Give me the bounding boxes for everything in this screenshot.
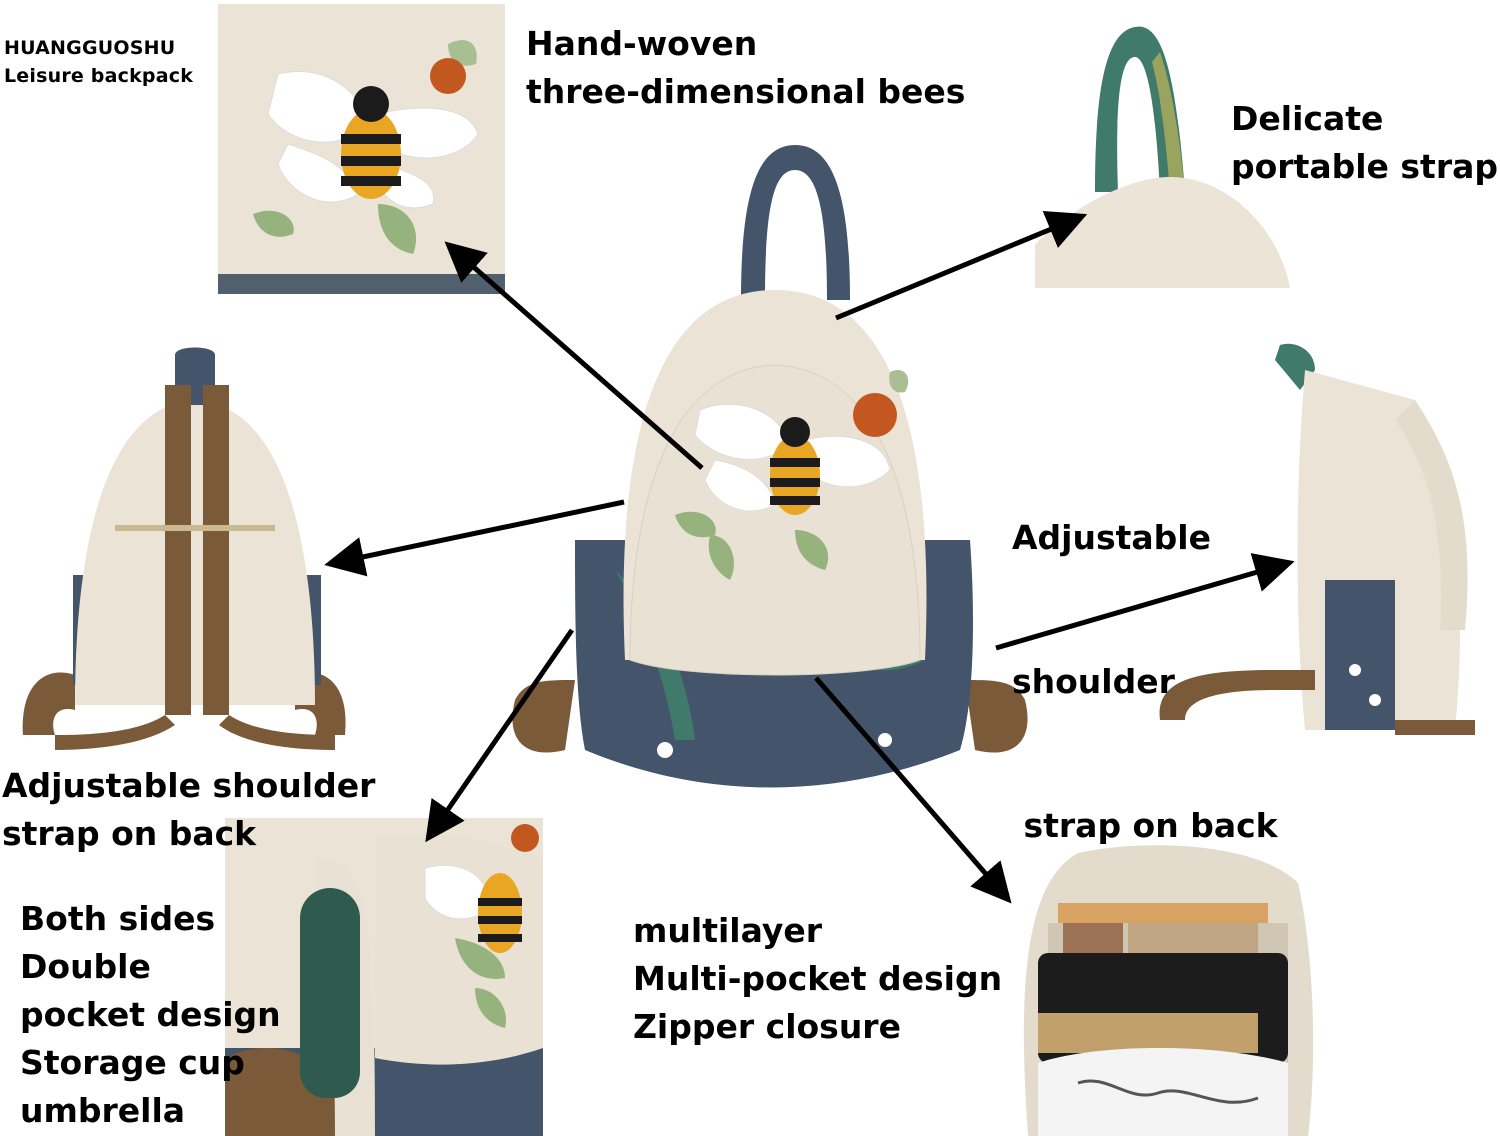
brand-name: HUANGGUOSHU	[4, 37, 176, 59]
label-bees: Hand-woven three-dimensional bees	[526, 24, 966, 111]
arrow-pockets	[425, 628, 575, 843]
arrow-bees	[444, 241, 704, 470]
label-strap: Delicate portable strap	[1231, 99, 1498, 186]
side-pocket-closeup-image	[225, 818, 543, 1136]
arrow-shoulder-right	[995, 553, 1295, 651]
interior-closeup-image	[1018, 843, 1316, 1136]
brand-subtitle: Leisure backpack	[4, 65, 194, 87]
label-shoulder-left: Adjustable shoulder strap on back	[2, 766, 376, 853]
main-backpack-image	[505, 140, 1035, 805]
label-multilayer: multilayer Multi-pocket design Zipper cl…	[633, 911, 1003, 1046]
label-shoulder-right: Adjustable shoulder strap on back	[1012, 518, 1278, 845]
arrow-shoulder-left	[324, 499, 625, 577]
label-pockets: Both sides Double pocket design Storage …	[20, 899, 281, 1130]
side-view-image	[1155, 340, 1480, 740]
brand-block: HUANGGUOSHU Leisure backpack	[4, 34, 193, 90]
back-view-image	[15, 345, 360, 755]
arrow-strap	[835, 210, 1088, 321]
arrow-multilayer	[814, 676, 1012, 904]
